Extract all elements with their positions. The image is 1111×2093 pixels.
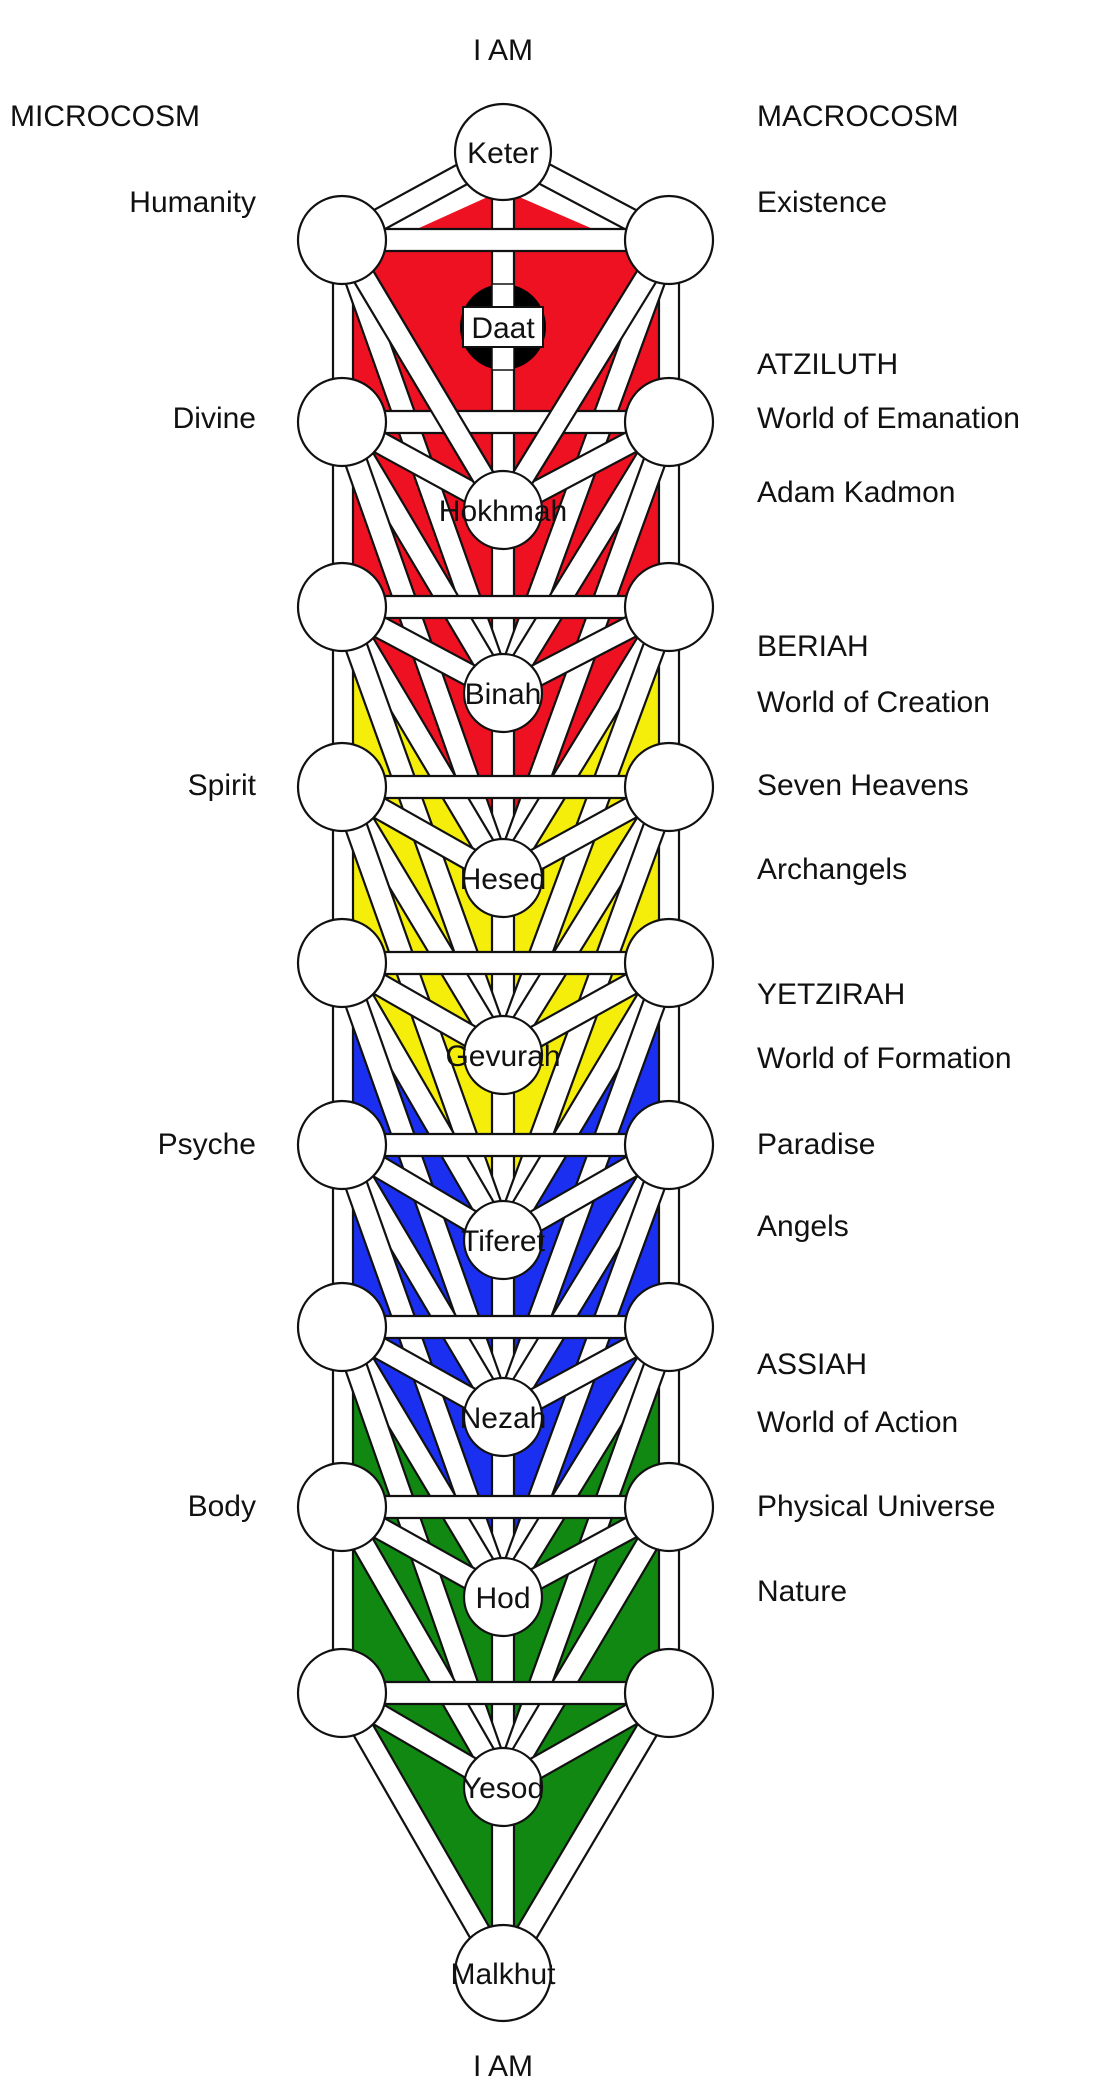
- path-horizontal: [340, 1314, 671, 1340]
- world-name-yetzirah: YETZIRAH: [757, 978, 906, 1011]
- macrocosm-existence: Existence: [757, 186, 888, 219]
- sephira-yesod: [462, 1746, 544, 1828]
- daat-label-box: [462, 306, 544, 348]
- side-node-right: [623, 194, 715, 286]
- side-node-right: [623, 741, 715, 833]
- microcosm-label-humanity: Humanity: [129, 186, 256, 219]
- path-horizontal: [340, 1680, 671, 1706]
- microcosm-heading: MICROCOSM: [10, 100, 200, 133]
- sephira-hokhmah: [462, 469, 544, 551]
- path-horizontal: [340, 227, 671, 253]
- sephira-nezah: [462, 1376, 544, 1458]
- side-node-right: [623, 917, 715, 1009]
- side-node-left: [296, 1281, 388, 1373]
- sephira-keter: [453, 102, 553, 202]
- macrocosm-heading: MACROCOSM: [757, 100, 959, 133]
- sephira-label-hokhmah: Hokhmah: [439, 495, 567, 528]
- world-name-assiah: ASSIAH: [757, 1348, 868, 1381]
- sephira-label-hod: Hod: [475, 1582, 530, 1615]
- world-subtitle-atziluth: World of Emanation: [757, 402, 1020, 435]
- sephira-label-daat: Daat: [471, 312, 535, 345]
- world-item-physical-universe: Physical Universe: [757, 1490, 996, 1523]
- side-node-left: [296, 1461, 388, 1553]
- path-horizontal: [340, 594, 671, 620]
- world-name-beriah: BERIAH: [757, 630, 869, 663]
- sephira-malkhut: [453, 1923, 553, 2023]
- microcosm-label-spirit: Spirit: [187, 769, 256, 802]
- side-node-right: [623, 1461, 715, 1553]
- side-node-left: [296, 1099, 388, 1191]
- path-horizontal: [340, 950, 671, 976]
- world-item-angels: Angels: [757, 1210, 849, 1243]
- side-node-right: [623, 561, 715, 653]
- world-subtitle-beriah: World of Creation: [757, 686, 990, 719]
- side-node-right: [623, 1647, 715, 1739]
- side-node-left: [296, 1647, 388, 1739]
- sephira-hesed: [462, 837, 544, 919]
- world-subtitle-yetzirah: World of Formation: [757, 1042, 1012, 1075]
- path-horizontal: [340, 409, 671, 435]
- path-horizontal: [340, 1494, 671, 1520]
- sephira-label-keter: Keter: [467, 137, 539, 170]
- side-node-right: [623, 1099, 715, 1191]
- side-node-right: [623, 1281, 715, 1373]
- world-item-nature: Nature: [757, 1575, 848, 1608]
- world-item-archangels: Archangels: [757, 853, 908, 886]
- sephira-label-tiferet: Tiferet: [461, 1225, 546, 1258]
- world-item-paradise: Paradise: [757, 1128, 876, 1161]
- world-subtitle-assiah: World of Action: [757, 1406, 959, 1439]
- sephira-gevurah: [462, 1014, 544, 1096]
- world-name-atziluth: ATZILUTH: [757, 348, 899, 381]
- nodes: KeterDaatHokhmahBinahHesedGevurahTiferet…: [296, 102, 715, 2023]
- sephira-label-nezah: Nezah: [460, 1402, 547, 1435]
- bottom-title: I AM: [472, 2050, 533, 2083]
- side-node-left: [296, 376, 388, 468]
- microcosm-label-divine: Divine: [172, 402, 256, 435]
- side-node-left: [296, 194, 388, 286]
- microcosm-label-body: Body: [187, 1490, 256, 1523]
- microcosm-label-psyche: Psyche: [157, 1128, 256, 1161]
- world-item-adam-kadmon: Adam Kadmon: [757, 476, 956, 509]
- sephira-label-hesed: Hesed: [460, 863, 547, 896]
- path-horizontal: [340, 1132, 671, 1158]
- sephira-label-binah: Binah: [465, 678, 542, 711]
- side-node-left: [296, 741, 388, 833]
- world-item-seven-heavens: Seven Heavens: [757, 769, 969, 802]
- top-title: I AM: [472, 34, 533, 67]
- side-node-left: [296, 917, 388, 1009]
- sephira-tiferet: [462, 1199, 544, 1281]
- sephira-label-malkhut: Malkhut: [450, 1958, 556, 1991]
- path-horizontal: [340, 774, 671, 800]
- sephira-hod: [462, 1556, 544, 1638]
- sephira-binah: [462, 652, 544, 734]
- side-node-right: [623, 376, 715, 468]
- side-node-left: [296, 561, 388, 653]
- sephira-label-gevurah: Gevurah: [445, 1040, 560, 1073]
- sephira-label-yesod: Yesod: [462, 1772, 544, 1805]
